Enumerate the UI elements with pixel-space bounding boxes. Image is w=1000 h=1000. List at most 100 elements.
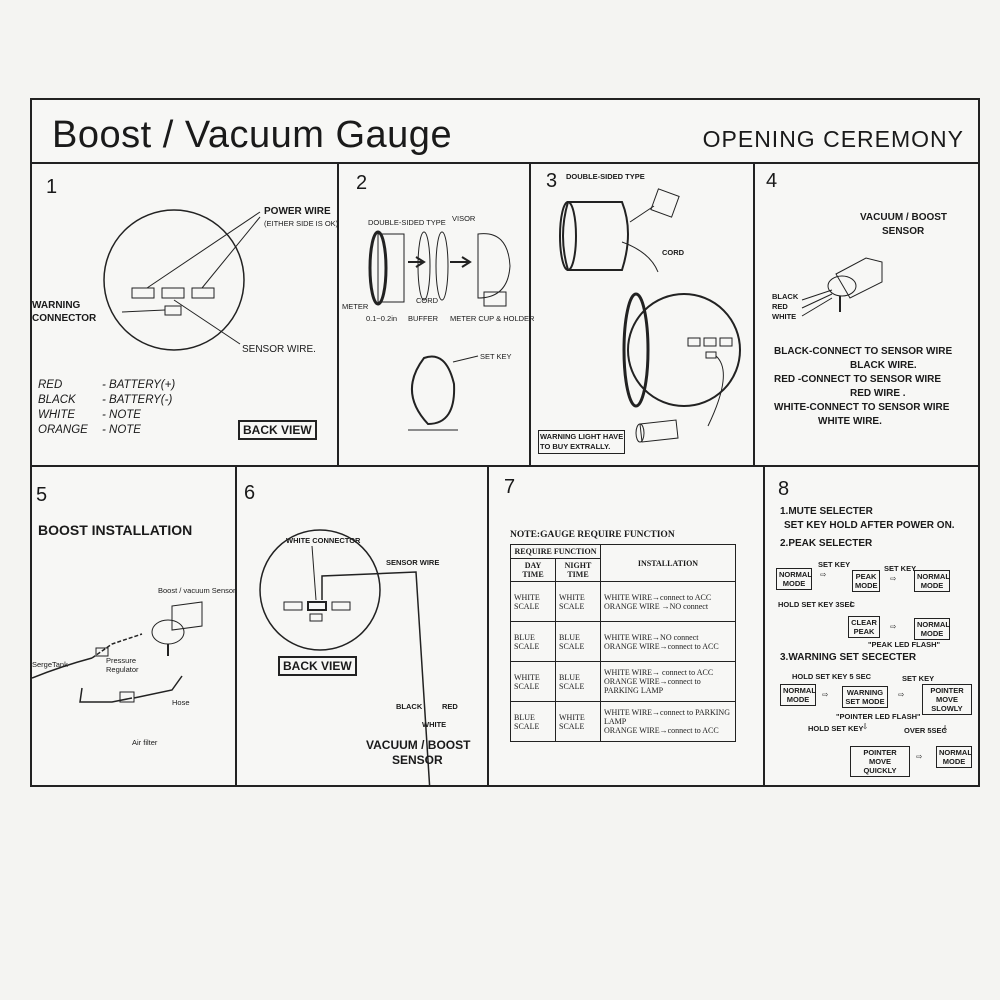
sensor-label: Boost / vacuum Sensor (158, 586, 236, 595)
gauge-back-diagram (103, 209, 261, 351)
cord-label: CORD (662, 248, 685, 257)
gauge-assembly-diagram (368, 230, 511, 431)
back-view-label: BACK VIEW (238, 420, 317, 440)
hold-set-key-label: HOLD SET KEY (808, 724, 864, 733)
instruction-line: BLACK WIRE. (850, 360, 917, 371)
wire-black-label: BLACK (396, 702, 423, 711)
mute-title: 1.MUTE SELECTER (780, 506, 873, 517)
set-key-label: SET KEY (818, 560, 851, 569)
warning-connector-label-2: CONNECTOR (32, 313, 97, 324)
buffer-label: BUFFER (408, 314, 438, 323)
wire-red-label: RED (442, 702, 458, 711)
wire-white-label: WHITE (422, 720, 447, 729)
col-require: REQUIRE FUNCTION (510, 544, 601, 559)
normal-mode-box: NORMAL MODE (914, 618, 950, 640)
col-day: DAY TIME (510, 558, 556, 582)
cell-day: BLUE SCALE (510, 701, 556, 742)
col-install: INSTALLATION (600, 544, 736, 582)
table-note: NOTE:GAUGE REQUIRE FUNCTION (510, 530, 675, 540)
panel-number: 4 (766, 170, 778, 192)
legend-row: ORANGE- NOTE (38, 424, 141, 436)
set-key-label: SET KEY (884, 564, 917, 573)
cell-night: WHITE SCALE (555, 701, 601, 742)
over-5sec-label: OVER 5SEC (904, 726, 947, 735)
sensor-label-2: SENSOR (882, 226, 925, 237)
mute-desc: SET KEY HOLD AFTER POWER ON. (784, 520, 955, 531)
instruction-line: RED -CONNECT TO SENSOR WIRE (774, 374, 942, 385)
cup-holder-label: METER CUP & HOLDER (450, 314, 535, 323)
double-sided-label: DOUBLE-SIDED TYPE (566, 172, 645, 181)
wire-red-label: RED (772, 302, 788, 311)
arrow-icon: ⇨ (890, 574, 897, 583)
table-subheader-row: DAY TIME NIGHT TIME (510, 558, 736, 582)
peak-title: 2.PEAK SELECTER (780, 538, 873, 549)
gauge-mount-diagram (559, 188, 741, 443)
instruction-line: BLACK-CONNECT TO SENSOR WIRE (774, 346, 953, 357)
instruction-line: WHITE WIRE. (818, 416, 882, 427)
double-sided-label: DOUBLE-SIDED TYPE (368, 218, 446, 227)
clear-peak-box: CLEAR PEAK (848, 616, 880, 638)
arrow-icon: ⇨ (916, 752, 923, 761)
sensor-wiring-diagram (259, 529, 431, 785)
page-subtitle: OPENING CEREMONY (702, 126, 964, 152)
pointer-slow-box: POINTER MOVE SLOWLY (922, 684, 972, 715)
normal-mode-box: NORMAL MODE (936, 746, 972, 768)
instruction-line: RED WIRE . (850, 388, 906, 399)
arrow-icon: ⇩ (848, 600, 855, 609)
sensor-label-1: VACUUM / BOOST (860, 212, 948, 223)
meter-label: METER (342, 302, 369, 311)
power-wire-note: (EITHER SIDE IS OK) (264, 219, 339, 228)
wire-white-label: WHITE (772, 312, 797, 321)
boost-installation-diagram (32, 601, 203, 703)
function-table: REQUIRE FUNCTION INSTALLATION DAY TIME N… (510, 544, 736, 742)
thickness-label: 0.1~0.2in (366, 314, 398, 323)
warning-light-note: WARNING LIGHT HAVE TO BUY EXTRALLY. (538, 430, 626, 454)
set-key-label: SET KEY (902, 674, 935, 683)
surge-tank-label: SergeTank (32, 660, 68, 669)
cell-night: BLUE SCALE (555, 621, 601, 662)
wire-black-label: BLACK (772, 292, 799, 301)
set-key-label: SET KEY (480, 352, 512, 361)
panel-5: 5 BOOST INSTALLATION Boost / vacuum Sens… (32, 466, 236, 785)
table-header-row: REQUIRE FUNCTION INSTALLATION (510, 544, 736, 582)
hold-3sec-label: HOLD SET KEY 3SEC (778, 600, 855, 609)
sheet-header: Boost / Vacuum Gauge OPENING CEREMONY (32, 100, 978, 164)
warning-title: 3.WARNING SET SECECTER (780, 652, 917, 663)
cord-label: CORD (416, 296, 439, 305)
boost-installation-title: BOOST INSTALLATION (38, 522, 193, 538)
arrow-icon: ⇩ (942, 724, 949, 733)
normal-mode-box: NORMAL MODE (914, 570, 950, 592)
panel-4: 4 VACUUM / BOOST SENSOR BLACK RED WHITE … (754, 162, 978, 466)
table-row: BLUE SCALE WHITE SCALE WHITE WIRE→connec… (510, 701, 736, 742)
hose-label: Hose (172, 698, 190, 707)
peak-led-label: "PEAK LED FLASH" (868, 640, 941, 649)
arrow-icon: ⇩ (862, 722, 869, 731)
wire-legend: RED- BATTERY(+) BLACK- BATTERY(-) WHITE-… (38, 378, 175, 438)
arrow-icon: ⇨ (820, 570, 827, 579)
legend-row: WHITE- NOTE (38, 409, 141, 421)
peak-mode-box: PEAK MODE (852, 570, 880, 592)
pressure-regulator-label-2: Regulator (106, 665, 139, 674)
table-row: WHITE SCALE WHITE SCALE WHITE WIRE→conne… (510, 581, 736, 622)
panel-number: 5 (36, 484, 48, 506)
power-wire-label: POWER WIRE (264, 206, 331, 217)
sensor-diagram (801, 257, 883, 317)
col-night: NIGHT TIME (555, 558, 601, 582)
legend-row: BLACK- BATTERY(-) (38, 394, 173, 406)
pressure-regulator-label-1: Pressure (106, 656, 137, 665)
normal-mode-box: NORMAL MODE (776, 568, 812, 590)
cell-night: BLUE SCALE (555, 661, 601, 702)
panel-number: 6 (244, 482, 256, 504)
arrow-icon: ⇨ (890, 622, 897, 631)
sensor-label-2: SENSOR (392, 753, 443, 767)
arrow-icon: ⇨ (822, 690, 829, 699)
sensor-label-1: VACUUM / BOOST (366, 738, 471, 752)
back-view-label: BACK VIEW (278, 656, 357, 676)
panel-3: 3 DOUBLE-SIDED TYPE CORD WARNING LIGHT H… (530, 162, 754, 466)
table-row: BLUE SCALE BLUE SCALE WHITE WIRE→NO conn… (510, 621, 736, 662)
visor-label: VISOR (452, 214, 476, 223)
panel-2: 2 DOUBLE-SIDED TYPE VISOR METER CORD 0.1… (338, 162, 534, 466)
